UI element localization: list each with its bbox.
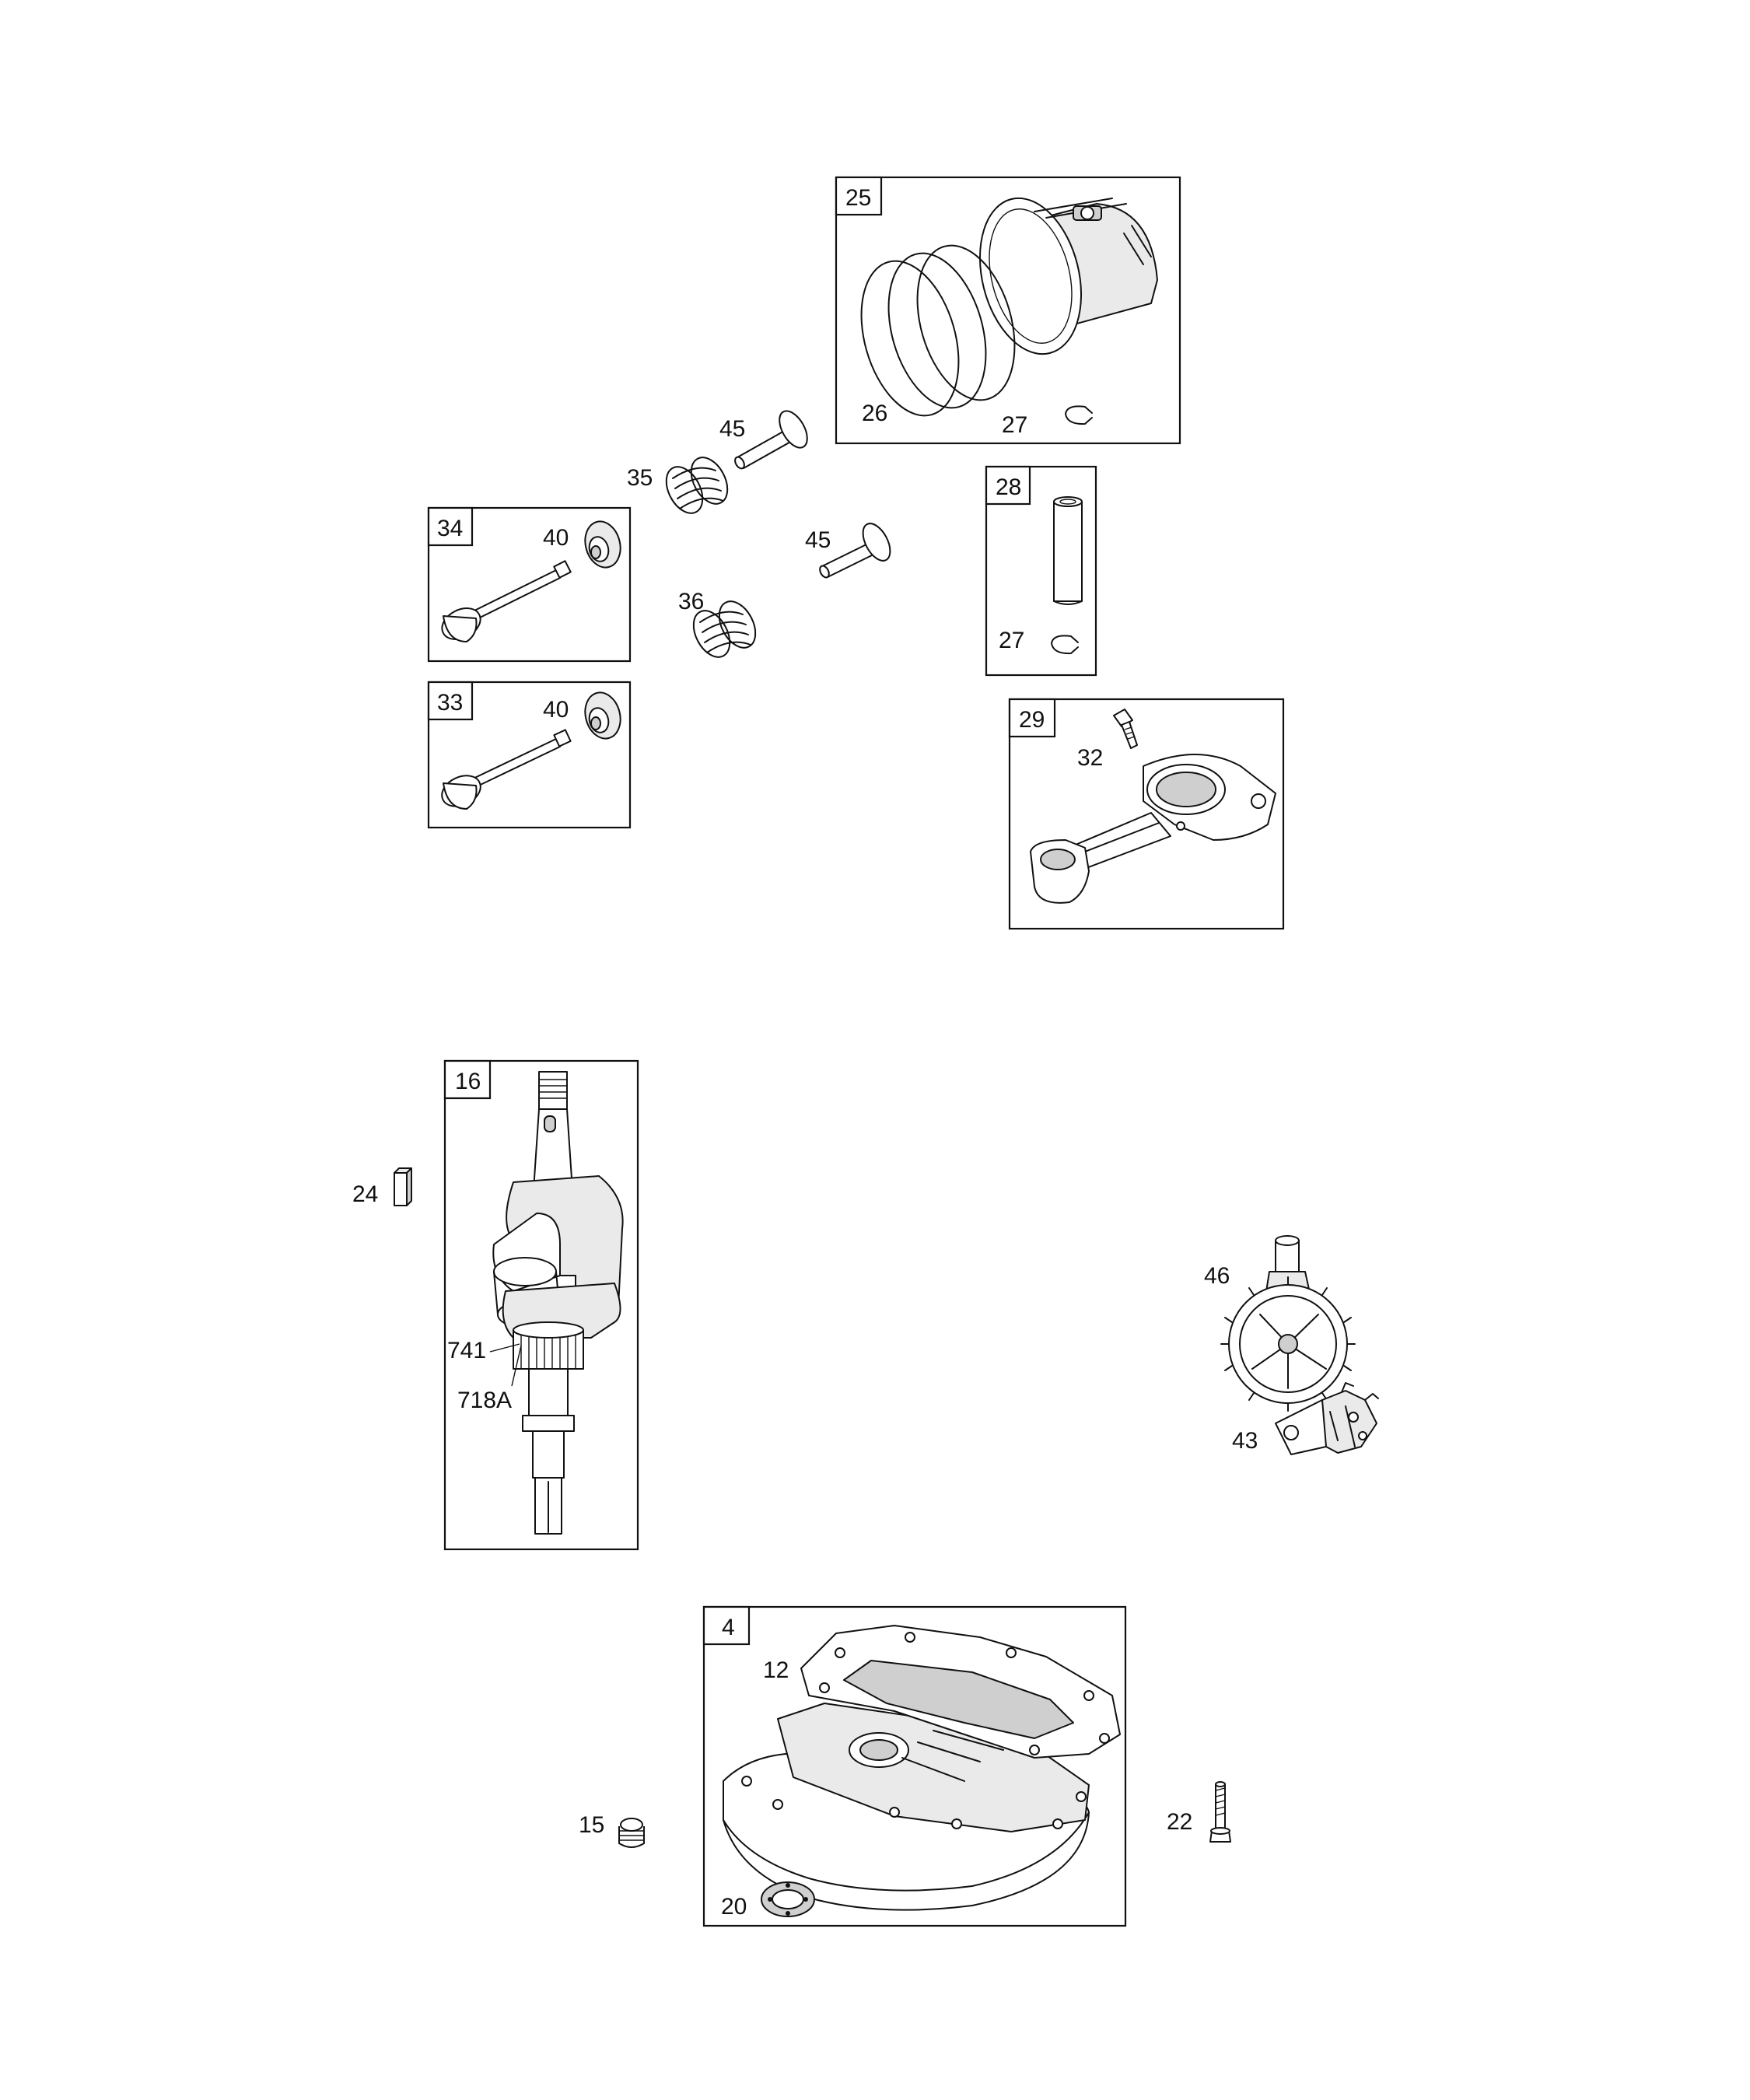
group-25-tab — [835, 176, 883, 216]
group-34-valve: 34 40 — [427, 506, 632, 663]
group-16-tab — [443, 1059, 492, 1100]
crankshaft-drawing — [492, 1071, 624, 1535]
oil-seal-drawing — [761, 1881, 815, 1917]
valve-33-drawing — [441, 729, 572, 810]
part-15-label[interactable]: 15 — [579, 1812, 604, 1838]
part-12-label[interactable]: 12 — [763, 1657, 789, 1683]
part-718A-label[interactable]: 718A — [457, 1388, 512, 1413]
keeper-34-drawing — [584, 520, 621, 569]
group-34-frame — [427, 506, 632, 663]
group-29-tab — [1008, 698, 1056, 738]
group-33-valve: 33 40 — [427, 681, 632, 829]
part-27-label[interactable]: 27 — [1002, 412, 1027, 438]
part-24-label[interactable]: 24 — [352, 1181, 378, 1207]
part-36-label[interactable]: 36 — [678, 589, 704, 614]
group-16-crankshaft: 16 741 — [443, 1059, 639, 1551]
bolt-22-drawing — [1209, 1781, 1231, 1843]
spring-lower-drawing — [692, 600, 757, 658]
part-45-lower-label[interactable]: 45 — [805, 527, 831, 553]
plug-15-drawing — [618, 1818, 645, 1848]
part-45-upper-label[interactable]: 45 — [719, 416, 745, 442]
group-4-sump: 4 12 — [702, 1605, 1127, 1927]
group-25-label[interactable]: 25 — [845, 185, 871, 211]
group-28-tab — [985, 465, 1031, 506]
group-25-piston-assembly: 25 26 27 — [835, 176, 1181, 445]
piston-drawing — [978, 197, 1158, 355]
group-29-connecting-rod: 29 32 — [1008, 698, 1285, 930]
governor-drawing — [1275, 1382, 1379, 1455]
group-34-tab — [427, 506, 474, 547]
group-29-frame — [1008, 698, 1285, 930]
part-741-label[interactable]: 741 — [447, 1338, 486, 1363]
group-33-label[interactable]: 33 — [437, 690, 463, 716]
valve-34-drawing — [441, 560, 572, 642]
sump-drawing — [723, 1625, 1121, 1911]
key-24-drawing — [394, 1167, 412, 1206]
group-28-label[interactable]: 28 — [996, 474, 1021, 500]
group-4-tab — [702, 1605, 751, 1646]
group-16-frame — [443, 1059, 639, 1551]
piston-rings-drawing — [860, 244, 1016, 417]
part-40-upper-label[interactable]: 40 — [543, 525, 569, 551]
spring-upper-drawing — [665, 457, 729, 514]
tappet-upper-drawing — [734, 410, 808, 470]
group-4-label[interactable]: 4 — [722, 1615, 735, 1640]
group-16-label[interactable]: 16 — [455, 1069, 481, 1094]
group-4-frame — [702, 1605, 1127, 1927]
connecting-rod-drawing — [1030, 754, 1276, 904]
rod-screw-drawing — [1113, 709, 1138, 749]
part-43-label[interactable]: 43 — [1232, 1428, 1258, 1454]
piston-pin-drawing — [1053, 496, 1083, 605]
part-32-label[interactable]: 32 — [1077, 745, 1103, 771]
group-28-frame — [985, 465, 1097, 677]
part-22-label[interactable]: 22 — [1167, 1809, 1192, 1835]
part-718A-leader — [511, 1345, 522, 1387]
group-29-label[interactable]: 29 — [1019, 707, 1045, 733]
part-26-label[interactable]: 26 — [862, 401, 887, 426]
keeper-33-drawing — [584, 691, 621, 740]
camshaft-drawing — [1220, 1235, 1356, 1412]
part-40-lower-label[interactable]: 40 — [543, 697, 569, 723]
piston-clip-drawing — [1065, 405, 1093, 425]
tappet-lower-drawing — [819, 523, 891, 579]
group-33-frame — [427, 681, 632, 829]
group-33-tab — [427, 681, 474, 721]
group-28-piston-pin: 28 27 — [985, 465, 1097, 677]
part-20-label[interactable]: 20 — [721, 1894, 747, 1920]
part-46-label[interactable]: 46 — [1204, 1263, 1230, 1289]
pin-clip-drawing — [1051, 635, 1079, 655]
part-27-pin-clip-label[interactable]: 27 — [999, 628, 1024, 653]
part-35-label[interactable]: 35 — [627, 465, 653, 491]
group-34-label[interactable]: 34 — [437, 516, 463, 541]
group-25-frame — [835, 176, 1181, 445]
part-741-leader — [489, 1343, 520, 1353]
